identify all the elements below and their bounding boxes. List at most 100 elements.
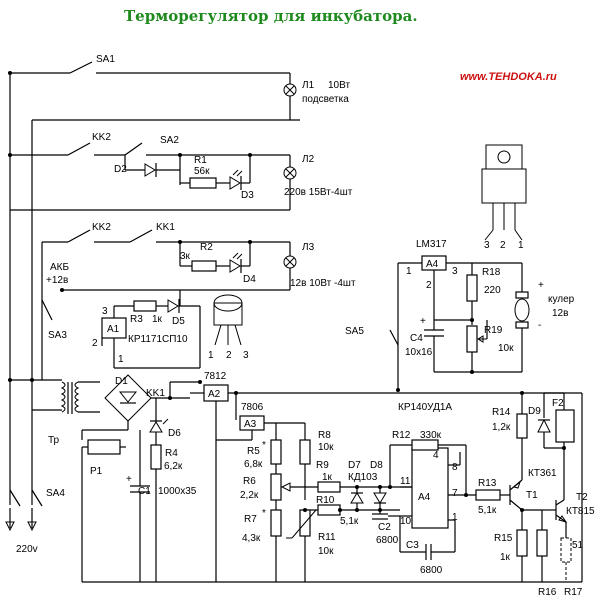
output-t2: D9 F2 T2 КТ815 51 R17 — [520, 391, 595, 598]
r14-value: 1,2к — [492, 422, 511, 433]
r6-ref: R6 — [243, 476, 256, 487]
r8-ref: R8 — [318, 430, 331, 441]
r9-ref: R9 — [316, 460, 329, 471]
r7-value: 4,3к — [242, 533, 261, 544]
r1-ref: R1 — [194, 155, 207, 166]
c1-value: 1000x35 — [158, 486, 197, 497]
sa3-label: SA3 — [48, 330, 67, 341]
mains-rails — [8, 71, 300, 505]
c2-ref: C2 — [378, 522, 391, 533]
r1-value: 56к — [194, 166, 210, 177]
d8-label: D8 — [370, 460, 383, 471]
p1-label: P1 — [90, 466, 103, 477]
r15-ref: R15 — [494, 533, 513, 544]
to92-package: 1 2 3 — [208, 294, 249, 361]
power-supply: Тр D1 KK1 — [10, 374, 202, 446]
r10-value: 5,1к — [340, 516, 359, 527]
d2-label: D2 — [114, 164, 127, 175]
r14-ref: R14 — [492, 407, 511, 418]
cooler-label: кулер — [548, 294, 575, 305]
r18-value: 220 — [484, 285, 501, 296]
r11-value: 10к — [318, 546, 334, 557]
a1-type: КР1171СП10 — [128, 334, 188, 345]
opamp-a4: КР140УД1А A4 4 11 10 8 7 1 R12 330к C3 6… — [388, 402, 476, 576]
r15-value: 1к — [500, 552, 511, 563]
l1-ref: Л1 — [302, 80, 315, 91]
website-label: www.TEHDOKA.ru — [460, 71, 557, 83]
r6-value: 2,2к — [240, 490, 259, 501]
a4-pin7: 7 — [452, 488, 458, 499]
switch-sa5: SA5 — [345, 326, 400, 392]
t1-ref: T1 — [526, 490, 538, 501]
a4-pin11: 11 — [400, 476, 411, 487]
branch-l2: KK2 SA2 D2 R1 56к D3 Л2 — [10, 132, 353, 211]
a1-pin3: 3 — [102, 306, 108, 317]
switch-sa1: SA1 — [69, 54, 290, 74]
r7-star: * — [262, 508, 266, 519]
c4-plus: + — [420, 316, 426, 327]
transformer-label: Тр — [48, 435, 60, 446]
kk1-label-1: KK1 — [156, 222, 175, 233]
lm317-pin3: 3 — [452, 266, 458, 277]
d6-label: D6 — [168, 428, 181, 439]
a1-ref: A1 — [107, 324, 120, 335]
r9-value: 1к — [322, 472, 333, 483]
divider-r5-r7: R5 * 6,8к R6 2,2к R7 * 4,3к — [240, 423, 318, 582]
r12-ref: R12 — [392, 430, 411, 441]
relay-p1: P1 — [81, 430, 126, 477]
r2-ref: R2 — [200, 242, 213, 253]
to92-pin3: 3 — [243, 350, 249, 361]
c3-ref: C3 — [406, 540, 419, 551]
cooler-plus: + — [538, 280, 544, 291]
r19-value: 10к — [498, 343, 514, 354]
l1-rating: 10Вт — [328, 80, 350, 91]
indicator-d6: D6 R4 6,2к — [149, 398, 183, 582]
d3-label: D3 — [241, 190, 254, 201]
r12-value: 330к — [420, 430, 442, 441]
a2-ref: A2 — [208, 389, 221, 400]
r3-ref: R3 — [130, 314, 143, 325]
sa5-label: SA5 — [345, 326, 364, 337]
t2-type: КТ815 — [566, 506, 595, 517]
sensor-network: R8 10к R9 1к R10 5,1к R11 10к — [286, 423, 412, 582]
r17-ref: R17 — [564, 587, 583, 598]
regulator-a3: 7806 A3 — [216, 402, 305, 441]
r10-ref: R10 — [316, 495, 335, 506]
r11-ref: R11 — [318, 532, 336, 543]
r17-value: 51 — [572, 540, 584, 551]
f2-label: F2 — [552, 398, 564, 409]
r5-value: 6,8к — [244, 459, 263, 470]
branch-l3: KK2 KK1 R2 3к D4 Л3 12в 10Вт -4шт — [41, 222, 356, 380]
kk2-label-1: KK2 — [92, 132, 111, 143]
r7-ref: R7 — [244, 514, 257, 525]
to220-pin1: 1 — [518, 240, 524, 251]
c1-plus: + — [126, 474, 132, 485]
c3-value: 6800 — [420, 565, 443, 576]
r3-value: 1к — [152, 314, 163, 325]
to220-pin2: 2 — [500, 240, 506, 251]
sa2-label: SA2 — [160, 135, 179, 146]
akb-label: АКБ — [50, 262, 69, 273]
d7d8-type: КД103 — [348, 472, 378, 483]
r8-value: 10к — [318, 442, 334, 453]
a1-pin2: 2 — [92, 338, 98, 349]
lm317-pin1: 1 — [406, 266, 412, 277]
lm317-ref: A4 — [426, 259, 439, 270]
a3-ref: A3 — [244, 419, 257, 430]
r5-ref: R5 — [247, 446, 260, 457]
a4-type: КР140УД1А — [398, 402, 452, 413]
r19-ref: R19 — [484, 325, 503, 336]
t1-type: КТ361 — [528, 468, 557, 479]
d5-label: D5 — [172, 316, 185, 327]
ground-rail — [81, 447, 582, 583]
to220-package: 3 2 1 — [481, 144, 527, 251]
r2-value: 3к — [180, 251, 191, 262]
a4-ref: A4 — [418, 492, 431, 503]
akb-voltage: +12в — [46, 275, 68, 286]
driver-t1: R13 5,1к T1 КТ361 R14 1,2к R15 1к R16 — [475, 393, 557, 598]
supply-label: 220v — [16, 544, 38, 555]
lamp-l1: Л1 10Вт подсветка — [283, 73, 350, 120]
l3-rating: 12в 10Вт -4шт — [290, 278, 356, 289]
block-a1: SA3 A1 КР1171СП10 3 2 1 R3 1к D5 — [41, 290, 201, 369]
